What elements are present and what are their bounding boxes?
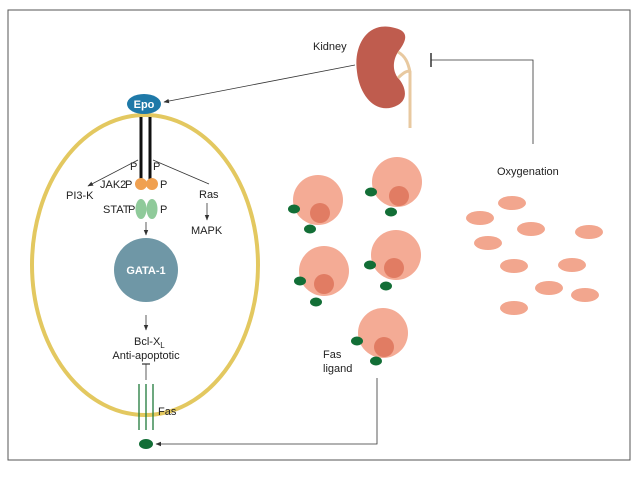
epo-label: Epo bbox=[134, 99, 155, 111]
rbc bbox=[575, 225, 603, 239]
erythroid-cell bbox=[294, 246, 349, 307]
rbc bbox=[517, 222, 545, 236]
rbc bbox=[571, 288, 599, 302]
epo-ligand bbox=[127, 94, 161, 114]
kidney-to-epo-arrow bbox=[163, 64, 356, 104]
bclxl-subscript-label: L bbox=[160, 341, 165, 350]
erythroid-cell bbox=[288, 175, 343, 234]
rbc bbox=[498, 196, 526, 210]
gata1-label: GATA-1 bbox=[126, 265, 165, 277]
erythroid-cell bbox=[364, 230, 421, 291]
jak2-label: JAK2 bbox=[100, 179, 126, 191]
bclxl-label: Bcl-XL bbox=[134, 336, 165, 350]
rbc bbox=[474, 236, 502, 250]
stat-protein-right bbox=[146, 199, 158, 219]
rbc bbox=[558, 258, 586, 272]
oxygenation-label: Oxygenation bbox=[497, 166, 559, 178]
pi3k-arrow bbox=[87, 159, 139, 187]
fas-ligand-bound bbox=[139, 439, 153, 449]
stat-protein-left bbox=[135, 199, 147, 219]
kidney-icon bbox=[356, 26, 412, 128]
gata1-nucleus bbox=[114, 238, 178, 302]
jak2-kinase-left bbox=[135, 178, 147, 190]
anti-apoptotic-label: Anti-apoptotic bbox=[112, 350, 180, 362]
jak2-kinase-right bbox=[146, 178, 158, 190]
fas-ligand-feedback-arrow bbox=[155, 378, 378, 447]
jak2-p-left-label: P bbox=[125, 179, 132, 191]
stat-label: STAT bbox=[103, 204, 130, 216]
stat-p-left-label: P bbox=[128, 204, 135, 216]
pi3k-label: PI3-K bbox=[66, 190, 94, 202]
rbc bbox=[466, 211, 494, 225]
rbc bbox=[535, 281, 563, 295]
jak2-p-right-label: P bbox=[160, 179, 167, 191]
phospho-label-top-left: P bbox=[130, 161, 137, 173]
rbc bbox=[500, 301, 528, 315]
ras-connector bbox=[152, 159, 210, 185]
bclxl-main-label: Bcl-X bbox=[134, 336, 161, 348]
fas-ligand-label-line1: Fas bbox=[323, 349, 342, 361]
ras-label: Ras bbox=[199, 189, 219, 201]
phospho-label-top-right: P bbox=[153, 161, 160, 173]
kidney-label: Kidney bbox=[313, 41, 347, 53]
stat-p-right-label: P bbox=[160, 204, 167, 216]
fas-label: Fas bbox=[158, 406, 177, 418]
erythroid-cell bbox=[351, 308, 408, 366]
red-blood-cells bbox=[466, 196, 603, 315]
oxygenation-inhibition-line bbox=[431, 59, 534, 144]
rbc bbox=[500, 259, 528, 273]
mapk-label: MAPK bbox=[191, 225, 223, 237]
fas-ligand-label-line2: ligand bbox=[323, 363, 352, 375]
erythroid-cell bbox=[365, 157, 422, 217]
cell-membrane bbox=[30, 113, 260, 417]
